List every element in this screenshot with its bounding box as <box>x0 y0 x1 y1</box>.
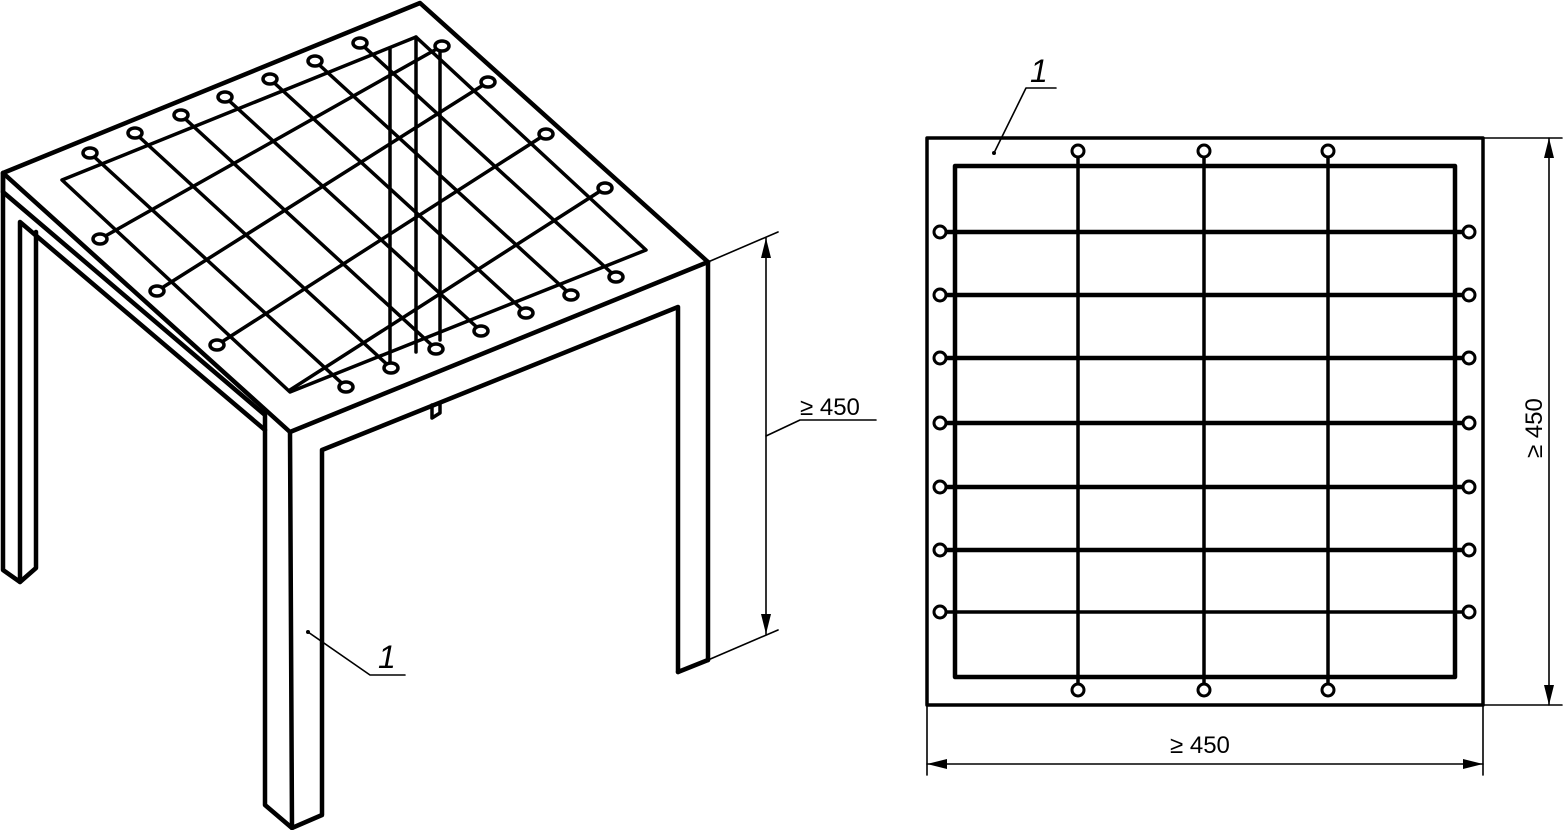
rod-end-ring <box>208 338 226 352</box>
rod-end-ring <box>216 90 234 104</box>
plan-rod-end-ring <box>1461 224 1477 240</box>
arrow-head-bottom <box>761 614 771 634</box>
plan-rod-end-ring <box>1461 479 1477 495</box>
callout-leader <box>993 87 1057 154</box>
dimension-leader <box>765 419 877 437</box>
plan-horizontal-rods <box>944 229 1465 614</box>
plan-rod-end-ring <box>932 287 948 303</box>
rod-end-ring <box>596 181 614 195</box>
dimension-text: ≥ 450 <box>800 394 860 421</box>
mesh-rod-ends <box>81 36 625 394</box>
rod-end-ring <box>172 108 190 122</box>
arrow-head-top <box>1544 138 1554 158</box>
plan-rod-end-ring <box>1461 350 1477 366</box>
isometric-view: 1 ≥ 450 <box>0 0 877 830</box>
leg-left-outer <box>0 170 268 585</box>
rod-end-ring <box>126 126 144 140</box>
rod-end-ring <box>306 54 324 68</box>
plan-rod-end-ring <box>1196 682 1212 698</box>
height-dimension-plan: ≥ 450 <box>1482 137 1563 706</box>
plan-rod-end-ring <box>1320 143 1336 159</box>
leg-front-corner-edge <box>287 429 295 830</box>
plan-rod-end-ring <box>932 479 948 495</box>
callout-1-iso: 1 <box>306 630 406 676</box>
arrow-head-right <box>1463 759 1483 769</box>
mesh-rods-cross <box>98 44 607 392</box>
rod-end-ring <box>607 270 625 284</box>
plan-rod-end-ring <box>932 542 948 558</box>
plan-rod-end-ring <box>1461 542 1477 558</box>
width-dimension-plan: ≥ 450 <box>926 704 1484 776</box>
plan-rod-end-ring <box>1070 682 1086 698</box>
extension-line-top <box>707 231 779 263</box>
vertical-rod <box>388 35 442 420</box>
plan-slab-outline <box>925 136 1485 707</box>
mesh-rod <box>215 132 548 347</box>
callout-label: 1 <box>1030 53 1048 89</box>
vertical-rod-bottom <box>430 401 442 420</box>
rod-end-ring <box>261 72 279 86</box>
plan-rod-end-ring <box>932 415 948 431</box>
leg-front-corner <box>0 189 711 830</box>
callout-leader <box>307 631 406 676</box>
plan-rod-end-ring <box>1070 143 1086 159</box>
rod-end-ring <box>562 288 580 302</box>
rod-end-ring <box>433 39 451 53</box>
rod-end-ring <box>472 324 490 338</box>
callout-label: 1 <box>378 639 396 675</box>
rod-end-ring <box>479 75 497 89</box>
rod-end-ring <box>91 232 109 246</box>
plan-rod-end-ring <box>932 350 948 366</box>
plan-vertical-rods <box>1076 155 1330 686</box>
plan-rod-end-ring <box>1461 415 1477 431</box>
rod-end-ring <box>81 146 99 160</box>
height-dimension-iso: ≥ 450 <box>707 231 877 661</box>
rod-end-ring <box>517 306 535 320</box>
mesh-rod <box>313 59 573 297</box>
leg-left-inner-edge <box>17 229 39 585</box>
plan-rod-ends <box>932 143 1477 698</box>
mesh-rod <box>88 151 348 389</box>
plan-rod-end-ring <box>1320 682 1336 698</box>
mesh-rod <box>98 44 444 241</box>
rod-end-ring <box>337 380 355 394</box>
plan-rod-end-ring <box>1196 143 1212 159</box>
mesh-rod <box>223 95 483 333</box>
rod-end-ring <box>351 36 369 50</box>
dimension-text: ≥ 450 <box>1521 398 1548 458</box>
mesh-rod <box>179 113 438 351</box>
rod-end-ring <box>382 361 400 375</box>
arrow-head-top <box>761 238 771 258</box>
rod-end-ring <box>427 342 445 356</box>
mesh-rod <box>288 186 607 392</box>
plan-view: 1 ≥ 450 ≥ 450 <box>925 53 1563 776</box>
mesh-rod <box>358 41 618 279</box>
arrow-head-left <box>927 759 947 769</box>
arrow-head-bottom <box>1544 685 1554 705</box>
plan-rod-end-ring <box>1461 287 1477 303</box>
plan-rod-end-ring <box>1461 604 1477 620</box>
plan-rod-end-ring <box>932 604 948 620</box>
rod-end-ring <box>148 284 166 298</box>
callout-1-plan: 1 <box>992 53 1057 155</box>
dimension-text: ≥ 450 <box>1170 732 1230 759</box>
plan-rod-end-ring <box>932 224 948 240</box>
rod-end-ring <box>537 127 555 141</box>
mesh-rod <box>155 80 490 293</box>
mesh-rod <box>133 131 393 370</box>
extension-line-bottom <box>707 629 779 661</box>
mesh-frame <box>60 35 648 394</box>
